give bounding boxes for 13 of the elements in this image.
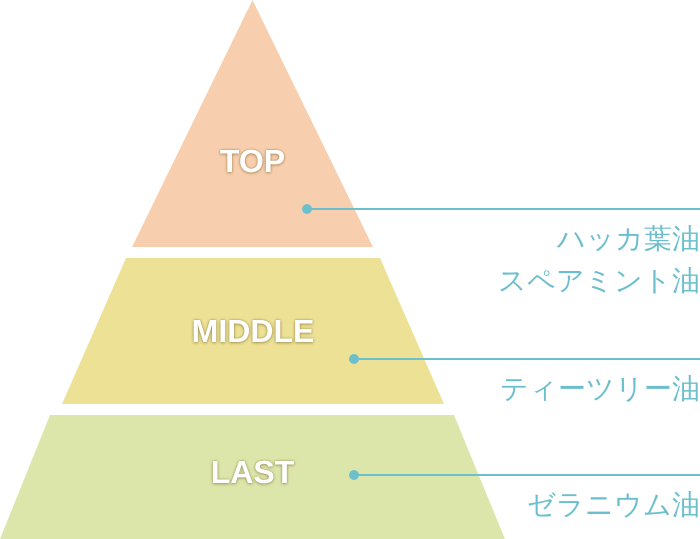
leader-line xyxy=(302,204,700,214)
pyramid-tier xyxy=(0,415,505,539)
oil-name: スペアミント油 xyxy=(498,263,700,299)
oil-name: ゼラニウム油 xyxy=(527,487,700,523)
tier-label: TOP xyxy=(220,145,286,177)
pyramid-tier xyxy=(132,0,373,247)
oil-name: ハッカ葉油 xyxy=(557,221,700,257)
pyramid-tier xyxy=(62,258,444,404)
leader-line xyxy=(349,354,700,364)
oil-name: ティーツリー油 xyxy=(500,371,700,407)
tier-label: LAST xyxy=(210,456,294,488)
leader-line xyxy=(349,470,700,480)
tier-label: MIDDLE xyxy=(192,315,314,347)
